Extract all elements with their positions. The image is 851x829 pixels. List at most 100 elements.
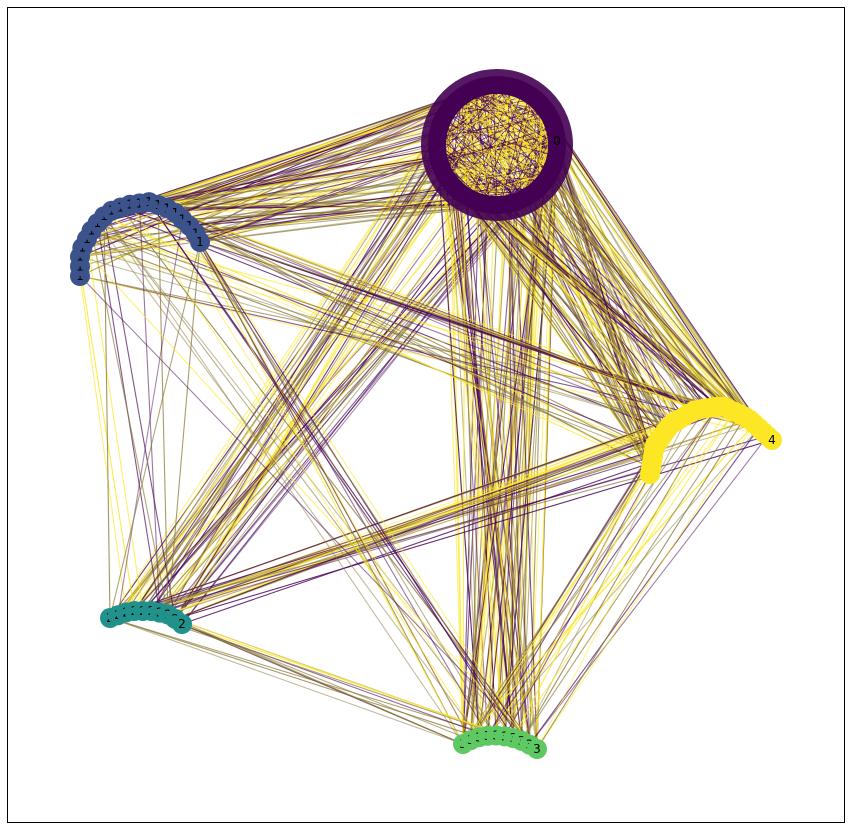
edge bbox=[86, 95, 462, 240]
node-3 bbox=[527, 739, 547, 759]
edge bbox=[536, 423, 755, 750]
edge bbox=[97, 222, 480, 738]
edge bbox=[167, 144, 438, 209]
edge bbox=[79, 91, 469, 258]
node-0 bbox=[547, 132, 566, 151]
edge bbox=[549, 173, 764, 433]
edge bbox=[109, 407, 702, 619]
edge bbox=[510, 112, 549, 740]
edge bbox=[167, 207, 755, 425]
edge bbox=[536, 415, 746, 750]
edge bbox=[90, 230, 171, 616]
edge bbox=[182, 219, 464, 745]
edge bbox=[86, 238, 656, 452]
edge bbox=[175, 408, 730, 620]
edge bbox=[167, 204, 498, 209]
edge bbox=[521, 406, 719, 742]
edge bbox=[103, 215, 497, 737]
edge bbox=[151, 439, 659, 612]
edge bbox=[492, 204, 675, 423]
edge bbox=[182, 166, 442, 221]
node-label: 0 bbox=[553, 134, 561, 148]
edge bbox=[167, 207, 768, 437]
edge bbox=[477, 201, 652, 469]
edge bbox=[117, 219, 184, 616]
edge bbox=[199, 241, 472, 741]
edge bbox=[195, 197, 469, 234]
edge bbox=[175, 618, 505, 737]
edge bbox=[481, 90, 523, 204]
edge bbox=[182, 203, 505, 221]
edge bbox=[452, 185, 656, 446]
edge bbox=[103, 216, 176, 619]
edge bbox=[474, 88, 546, 181]
cluster-2: 2222222222 bbox=[100, 601, 192, 634]
edge bbox=[470, 197, 527, 741]
edge bbox=[86, 239, 144, 612]
edge bbox=[159, 467, 652, 614]
edge bbox=[441, 166, 546, 181]
edge bbox=[462, 423, 756, 745]
edge bbox=[521, 413, 741, 742]
edge bbox=[199, 241, 531, 746]
edge bbox=[521, 412, 691, 742]
edge bbox=[455, 187, 652, 469]
edge bbox=[151, 418, 681, 612]
edge bbox=[195, 233, 464, 745]
edge bbox=[525, 197, 730, 410]
edge bbox=[512, 411, 735, 739]
edge bbox=[531, 193, 730, 410]
edge bbox=[487, 406, 719, 737]
edge bbox=[440, 122, 690, 414]
edge bbox=[134, 610, 530, 746]
edge bbox=[446, 112, 552, 171]
edge bbox=[174, 94, 466, 620]
edge bbox=[470, 435, 663, 741]
edge bbox=[489, 85, 558, 146]
edge bbox=[129, 103, 541, 206]
edge bbox=[139, 148, 438, 204]
edge bbox=[478, 204, 506, 738]
edge bbox=[439, 126, 490, 205]
edge bbox=[142, 204, 498, 612]
edge bbox=[189, 225, 654, 458]
node-label: 4 bbox=[768, 433, 776, 447]
edge bbox=[464, 92, 469, 196]
edge bbox=[125, 106, 452, 613]
edge bbox=[478, 129, 556, 203]
edge bbox=[485, 203, 760, 429]
edge bbox=[474, 89, 490, 205]
edge bbox=[82, 247, 670, 427]
edge bbox=[157, 204, 172, 616]
edge bbox=[103, 216, 111, 619]
edge bbox=[437, 115, 550, 138]
edge bbox=[195, 103, 454, 234]
edge bbox=[139, 202, 768, 437]
edge bbox=[450, 183, 517, 740]
edge bbox=[442, 170, 544, 184]
edge bbox=[529, 435, 769, 745]
edge bbox=[437, 137, 550, 175]
edge bbox=[452, 185, 719, 408]
edge bbox=[199, 241, 675, 424]
edge bbox=[525, 197, 741, 415]
edge bbox=[199, 204, 498, 243]
edge bbox=[437, 85, 505, 157]
edge bbox=[500, 94, 530, 205]
edge bbox=[485, 203, 707, 409]
edge bbox=[139, 202, 685, 417]
edge bbox=[445, 112, 506, 737]
edge bbox=[151, 435, 768, 612]
edge bbox=[515, 201, 760, 429]
edge bbox=[487, 119, 552, 736]
cluster-1: 11111111111111111111 bbox=[70, 192, 210, 286]
edge bbox=[448, 109, 558, 146]
edge bbox=[470, 407, 707, 741]
edge bbox=[478, 456, 654, 738]
edge bbox=[150, 98, 460, 612]
edge bbox=[109, 617, 465, 746]
node-label: 1 bbox=[196, 235, 204, 249]
cluster-0: 0000000000000000000000000000000000000000… bbox=[421, 69, 573, 221]
edge bbox=[148, 201, 655, 452]
edge bbox=[554, 129, 690, 414]
